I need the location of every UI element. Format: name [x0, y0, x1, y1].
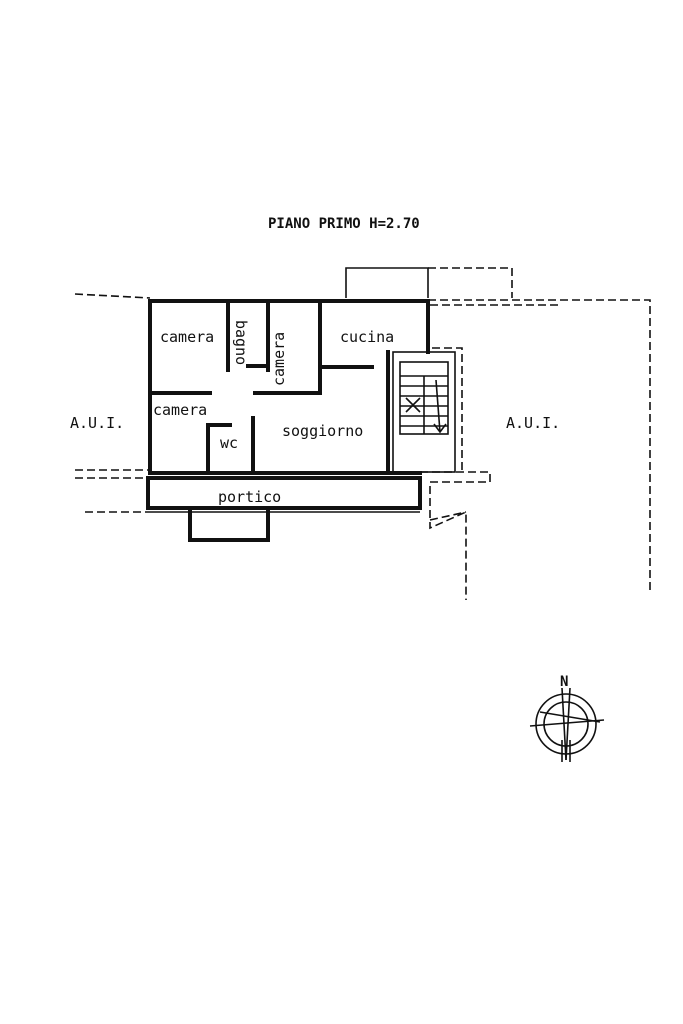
room-label-camera-nw: camera	[160, 328, 214, 346]
north-label: N	[560, 674, 568, 690]
room-label-wc: wc	[220, 434, 238, 452]
room-label-cucina: cucina	[340, 328, 394, 346]
aui-label-right: A.U.I.	[506, 414, 560, 432]
property-boundary	[74, 293, 651, 600]
north-arrow-icon	[529, 687, 605, 762]
room-label-camera-sw: camera	[153, 401, 207, 419]
room-label-bagno: bagno	[232, 320, 250, 365]
room-label-soggiorno: soggiorno	[282, 422, 363, 440]
interior-walls	[148, 299, 374, 475]
aui-label-left: A.U.I.	[70, 414, 124, 432]
plan-title: PIANO PRIMO H=2.70	[268, 216, 420, 232]
north-balcony	[345, 267, 513, 298]
portico	[146, 476, 422, 542]
room-label-camera-mid: camera	[270, 332, 288, 386]
staircase	[392, 351, 456, 473]
exterior-walls	[148, 299, 430, 475]
room-label-portico: portico	[218, 488, 281, 506]
